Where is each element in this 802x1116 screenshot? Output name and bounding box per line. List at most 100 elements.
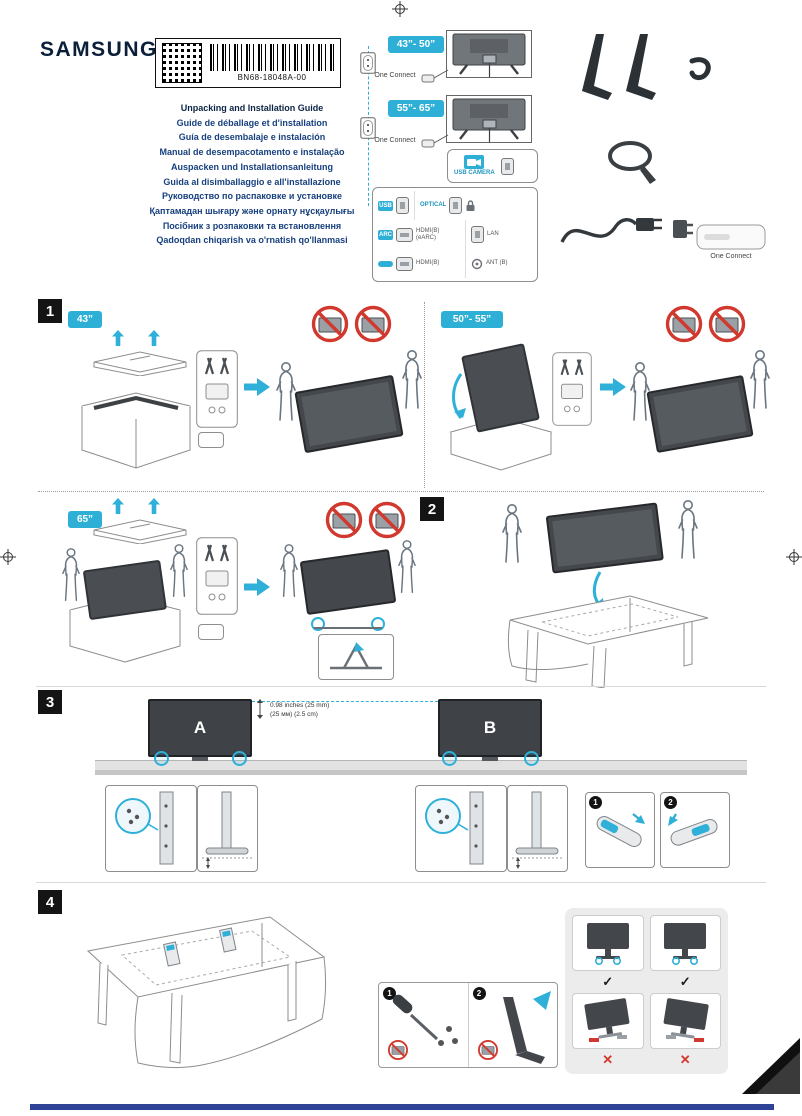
section-3-number: 3 <box>38 690 62 714</box>
usb-camera-icon <box>464 155 485 170</box>
title-pt: Manual de desempacotamento e instalação <box>159 147 345 158</box>
tv-upright-icon <box>576 920 640 966</box>
tv-tilted-icon <box>576 998 640 1044</box>
check-mark: ✓ <box>602 974 614 989</box>
measure-arrow <box>257 699 263 719</box>
stand-a-side-illustration <box>202 791 252 869</box>
wall-outlet-icon-2 <box>360 117 376 139</box>
section-2-number: 2 <box>420 497 444 521</box>
accessory-part-box <box>198 624 224 640</box>
up-arrow-icon <box>112 330 124 346</box>
correct-stand-cell <box>649 915 721 971</box>
one-connect-box-label: One Connect <box>710 253 752 260</box>
lock-icon <box>466 200 475 211</box>
title-it: Guida al disimballaggio e all'installazi… <box>163 176 341 187</box>
one-connect-cable-2 <box>421 134 449 148</box>
title-uk: Посібник з розпаковки та встановлення <box>162 220 342 231</box>
assembly-step-1: 1 <box>379 983 468 1067</box>
tv-b-foot-highlight <box>524 751 539 766</box>
adapter-accessory <box>673 220 693 238</box>
tv-b-foot-highlight <box>442 751 457 766</box>
tv-model-a-letter: A <box>193 718 207 737</box>
two-people-carrying-tv-illustration <box>276 350 422 453</box>
prohibition-icon <box>367 500 407 540</box>
two-people-carrying-tv-illustration <box>630 350 770 453</box>
stand-b-side-illustration <box>512 791 562 869</box>
size-badge-43: 43” <box>68 311 102 328</box>
prohibition-icon <box>324 500 364 540</box>
tv-a-foot-highlight <box>154 751 169 766</box>
port-divider <box>465 249 466 278</box>
title-fr: Guide de déballage et d'installation <box>176 117 328 128</box>
product-label-box: BN68-18048A-00 <box>155 38 341 88</box>
barcode <box>210 44 334 71</box>
step-1-badge: 1 <box>383 987 396 1000</box>
part-number: BN68-18048A-00 <box>237 73 307 82</box>
accessory-panel-illustration <box>196 535 238 617</box>
tv-a-foot-highlight <box>232 751 247 766</box>
shelf-surface <box>95 760 747 770</box>
correct-stand-cell <box>572 915 644 971</box>
optical-label: OPTICAL <box>420 202 447 209</box>
accessory-panel-illustration <box>552 352 592 426</box>
section-1-number: 1 <box>38 299 62 323</box>
registration-mark-top <box>392 1 408 17</box>
port-divider <box>414 191 415 220</box>
check-mark: ✓ <box>679 974 691 989</box>
placing-tv-on-table-illustration <box>502 500 709 688</box>
bottom-color-bar <box>30 1104 774 1110</box>
optical-port <box>449 197 463 214</box>
power-cable-accessory <box>560 218 662 243</box>
shelf-front-edge <box>95 770 747 775</box>
samsung-logo: SAMSUNG <box>40 38 158 61</box>
tv-face-down-on-table-illustration <box>86 916 327 1069</box>
correct-incorrect-grid: ✓ ✓ ✕ ✕ <box>565 908 728 1074</box>
stand-b-detail-illustration <box>425 791 484 865</box>
section-rule <box>36 882 766 883</box>
usb-camera-label: USB CAMERA <box>454 170 495 177</box>
hdmi-b-label: HDMI(B) <box>416 260 440 267</box>
tv-model-b: B <box>438 699 542 757</box>
right-arrow-icon <box>244 378 270 396</box>
usb-camera-block: USB CAMERA <box>454 155 495 176</box>
measure-text-inches: 0.98 inches (25 mm) <box>268 702 332 711</box>
stand-detail-box <box>318 634 394 680</box>
hdmi-b-port <box>396 256 413 271</box>
assembly-steps-box: 1 2 <box>378 982 558 1068</box>
port-divider <box>465 220 466 249</box>
tv-a-stand-neck <box>192 757 208 761</box>
people-lifting-tv-from-box-illustration <box>62 544 188 663</box>
registration-mark-right <box>786 549 802 565</box>
barcode-block: BN68-18048A-00 <box>210 44 334 82</box>
up-arrow-icon <box>148 498 160 514</box>
tv-back-diagram-55-65 <box>446 95 532 143</box>
tv-out-of-box-illustration <box>449 343 553 471</box>
usb-camera-port <box>500 157 514 175</box>
tv-tilted-icon <box>653 998 717 1044</box>
people-placing-tv-on-stand-illustration <box>280 540 416 631</box>
one-connect-box <box>696 224 766 250</box>
one-connect-label-2: One Connect <box>374 137 416 144</box>
one-connect-ports-panel: USB OPTICAL ARC HDMI(B) (eARC) LAN HDMI(… <box>372 187 538 282</box>
lan-label: LAN <box>487 231 499 238</box>
stand-legs-accessory <box>582 34 656 100</box>
page-fold-corner <box>742 1038 800 1094</box>
title-uz: Qadoqdan chiqarish va o'rnatish qo'llanm… <box>156 235 348 246</box>
step-2-badge: 2 <box>472 987 486 1000</box>
step-2-badge: 2 <box>664 796 677 809</box>
hook-accessory <box>689 57 711 81</box>
screwdriver-illustration <box>387 994 458 1061</box>
usb-port <box>396 197 409 214</box>
tv-model-b-letter: B <box>483 718 497 737</box>
incorrect-stand-cell <box>572 993 644 1049</box>
accessory-panel-illustration <box>196 350 238 428</box>
right-arrow-icon <box>600 378 626 396</box>
title-es: Guía de desembalaje e instalación <box>178 132 326 143</box>
arc-chip: ARC <box>378 229 393 240</box>
port-row-3: HDMI(B) ANT (B) <box>378 249 532 278</box>
cyan-bar-chip <box>378 260 393 267</box>
cable-tie-accessory <box>608 141 656 184</box>
one-connect-label-1: One Connect <box>374 72 416 79</box>
section-4-number: 4 <box>38 890 62 914</box>
